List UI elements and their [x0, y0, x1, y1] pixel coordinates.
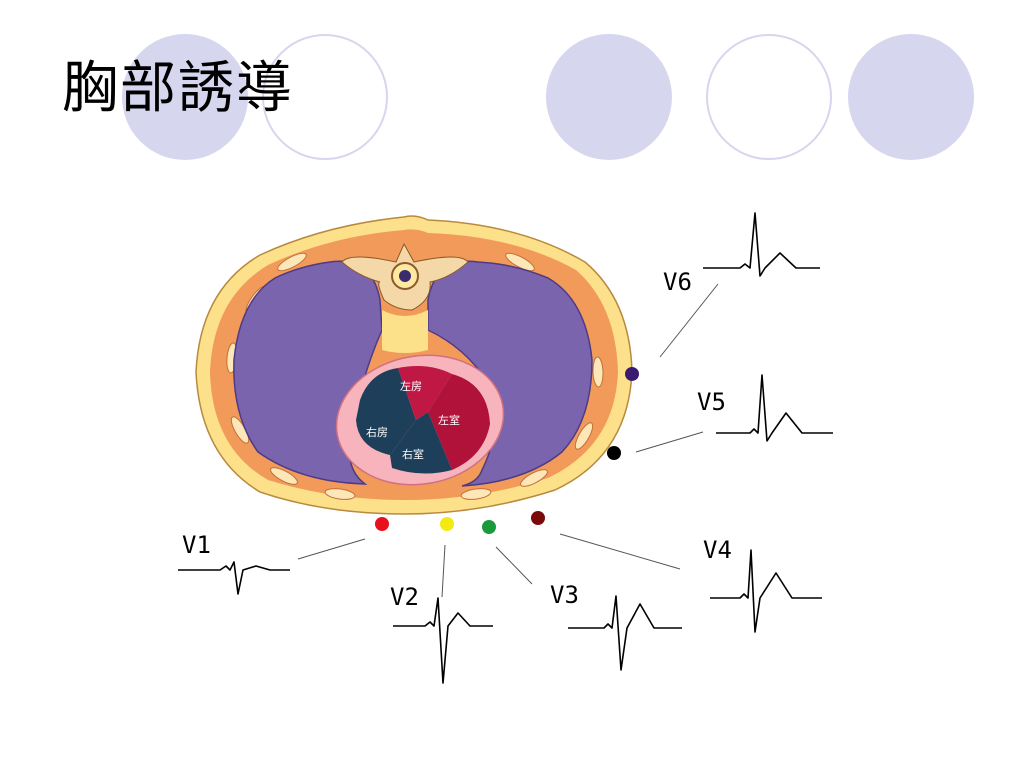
leader-v6: [659, 283, 719, 358]
ecg-trace-v5: [716, 374, 833, 442]
lead-label-v5: V5: [697, 388, 726, 416]
right-atrium-label: 右房: [366, 425, 388, 439]
decor-circle-outline: [706, 34, 832, 160]
electrode-v4: [531, 511, 545, 525]
left-ventricle: [428, 374, 490, 470]
electrode-v2: [440, 517, 454, 531]
slide-title: 胸部誘導: [62, 56, 294, 121]
ecg-trace-v1: [178, 561, 290, 595]
lead-label-v2: V2: [390, 583, 419, 611]
electrode-v5: [607, 446, 621, 460]
mediastinum: [382, 310, 428, 353]
electrode-v6: [625, 367, 639, 381]
decor-circle: [546, 34, 672, 160]
leader-v2: [441, 544, 446, 598]
lead-labels: V1 V2 V3 V4 V5 V6: [182, 268, 732, 611]
electrode-v1: [375, 517, 389, 531]
left-lung: [427, 260, 593, 487]
electrode-v3: [482, 520, 496, 534]
ecg-trace-v3: [568, 595, 682, 671]
spine: [341, 242, 469, 311]
leader-lines: [297, 283, 719, 598]
leader-v5: [635, 431, 704, 453]
ecg-traces: [178, 212, 833, 684]
lead-label-v6: V6: [663, 268, 692, 296]
left-ventricle-label: 左室: [438, 413, 460, 427]
ecg-trace-v4: [710, 549, 822, 633]
right-ventricle: [390, 412, 452, 474]
leader-v3: [495, 546, 533, 585]
leader-v1: [297, 538, 366, 560]
decor-circle-outline: [262, 34, 388, 160]
thorax-cross-section: 左房 左室 右房 右室: [195, 215, 633, 515]
lead-label-v3: V3: [550, 581, 579, 609]
left-atrium: [398, 366, 452, 420]
right-ventricle-label: 右室: [402, 447, 424, 461]
leader-v4: [559, 533, 681, 570]
ecg-trace-v2: [393, 597, 493, 684]
electrodes: [375, 367, 639, 534]
left-atrium-label: 左房: [400, 380, 422, 393]
decor-circle: [848, 34, 974, 160]
lead-label-v1: V1: [182, 531, 211, 559]
right-atrium: [356, 368, 416, 455]
lead-label-v4: V4: [703, 536, 732, 564]
decor-circle: [122, 34, 248, 160]
heart: 左房 左室 右房 右室: [335, 354, 505, 486]
ecg-trace-v6: [703, 212, 820, 277]
